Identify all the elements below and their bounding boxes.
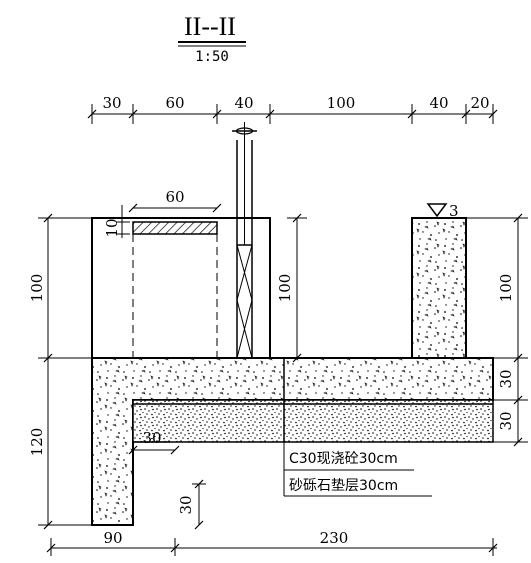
gate-rod bbox=[232, 122, 257, 359]
concrete-label: C30现浇砼30cm bbox=[289, 451, 398, 467]
top-dim-4: 100 bbox=[327, 94, 356, 112]
bottom-right-value: 230 bbox=[320, 529, 349, 547]
right-wall-height-value: 100 bbox=[497, 274, 515, 303]
top-dim-1: 30 bbox=[102, 94, 121, 112]
lower-height-value: 120 bbox=[28, 428, 46, 457]
structure bbox=[91, 122, 494, 526]
top-dim-3: 40 bbox=[234, 94, 253, 112]
gate-slot-thickness-value: 10 bbox=[103, 218, 121, 237]
gravel-label: 砂砾石垫层30cm bbox=[289, 478, 398, 494]
inner-wall-height-dim: 100 bbox=[276, 213, 307, 363]
gravel-layer bbox=[132, 399, 494, 443]
left-wall-height-value: 100 bbox=[28, 274, 46, 303]
gate-slot-width-dim: 60 bbox=[128, 188, 222, 213]
right-dimensions: 100 30 30 bbox=[466, 213, 528, 447]
gate-slot-thickness-dim: 10 bbox=[103, 205, 130, 238]
gate-slot bbox=[132, 221, 218, 235]
left-chamber-outline bbox=[91, 217, 271, 358]
water-level-marker: 3 bbox=[426, 202, 459, 220]
slab-layer-2-value: 30 bbox=[497, 411, 515, 430]
offset-h-value: 30 bbox=[142, 429, 161, 447]
gate-slot-width-value: 60 bbox=[165, 188, 184, 206]
section-title: II--II 1:50 bbox=[178, 12, 246, 65]
top-dim-5: 40 bbox=[429, 94, 448, 112]
scale-label: 1:50 bbox=[195, 49, 229, 65]
material-legend: C30现浇砼30cm 砂砾石垫层30cm bbox=[283, 442, 432, 497]
section-mark-label: II--II bbox=[184, 12, 236, 41]
left-dimensions: 100 120 bbox=[28, 213, 92, 530]
bottom-dimensions: 90 230 bbox=[46, 529, 498, 556]
offset-dimensions: 30 30 bbox=[128, 429, 206, 530]
water-level-value: 3 bbox=[449, 202, 459, 220]
offset-v-value: 30 bbox=[177, 495, 195, 514]
top-dim-6: 20 bbox=[470, 94, 489, 112]
slab-layer-1-value: 30 bbox=[497, 369, 515, 388]
top-dimension-chain: 30 60 40 100 40 20 bbox=[87, 94, 498, 124]
top-dim-2: 60 bbox=[165, 94, 184, 112]
right-wall bbox=[411, 217, 467, 359]
bottom-left-value: 90 bbox=[103, 529, 122, 547]
inner-wall-height-value: 100 bbox=[276, 274, 294, 303]
